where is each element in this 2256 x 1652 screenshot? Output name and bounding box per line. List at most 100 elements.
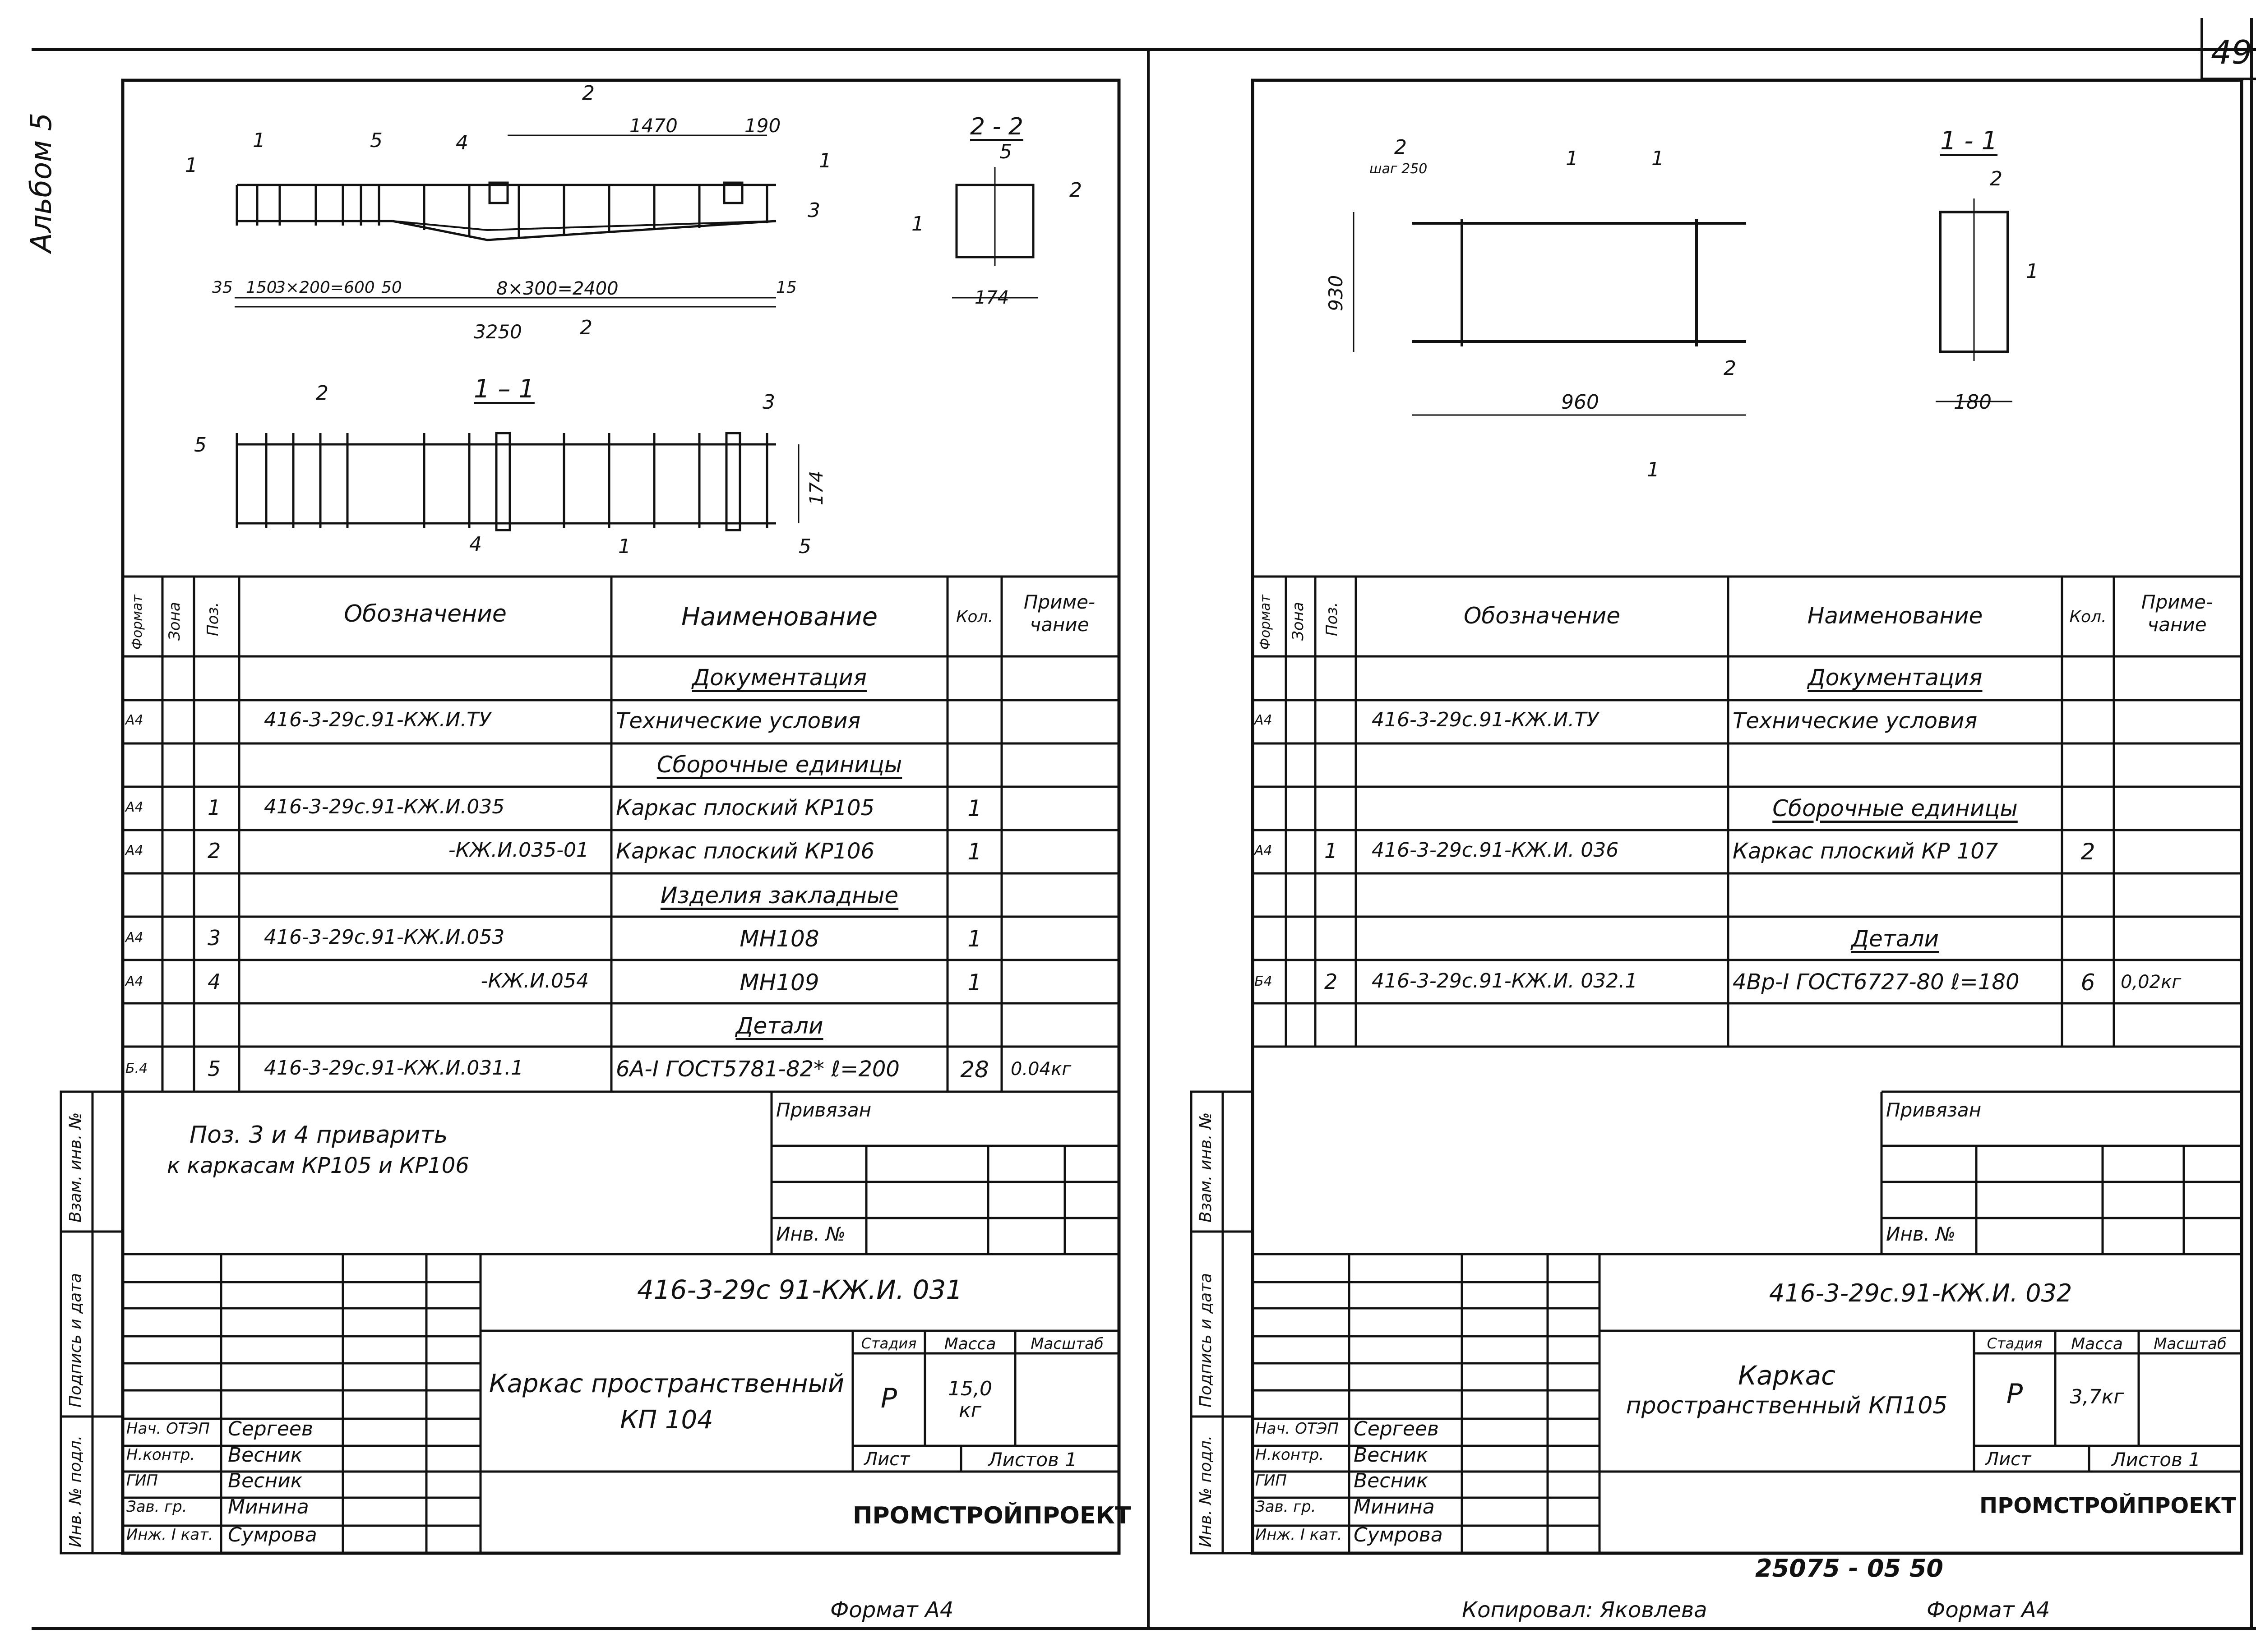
inv-no-label: Инв. № <box>776 1223 846 1245</box>
signer-role: Нач. ОТЭП <box>1255 1420 1339 1438</box>
step-250: шаг 250 <box>1369 161 1428 177</box>
spec-row-format: А4 <box>1254 712 1272 728</box>
spec-row-qty: 1 <box>967 839 982 865</box>
spec-row-name: МН109 <box>740 969 819 996</box>
tb-sheets: Листов 1 <box>988 1449 1077 1471</box>
left-section-2-2 <box>952 167 1038 299</box>
album-label: Альбом 5 <box>25 112 58 253</box>
spec-row-format: А4 <box>125 799 143 815</box>
callout-4-plan: 4 <box>469 533 482 556</box>
spec-row-format: А4 <box>125 973 143 989</box>
signer-name: Сергеев <box>228 1417 313 1440</box>
spec-row-name: Детали <box>1851 926 1939 952</box>
r-privyazan-label: Привязан <box>1886 1099 1982 1121</box>
r-spec-header-designation: Обозначение <box>1464 603 1620 629</box>
callout-5-section: 5 <box>999 140 1012 163</box>
spec-row-name: Сборочные единицы <box>656 752 902 778</box>
dim-50: 50 <box>381 278 402 297</box>
signer-role: Инж. I кат. <box>1255 1526 1342 1544</box>
note-line-2: к каркасам КР105 и КР106 <box>167 1153 469 1178</box>
r-tb-org: ПРОМСТРОЙПРОЕКТ <box>1979 1493 2236 1518</box>
r-side-vzam: Взам. инв. № <box>1197 1112 1215 1223</box>
section-mark-1-right: 1 <box>819 149 832 172</box>
note-line-1: Поз. 3 и 4 приварить <box>190 1121 448 1149</box>
spec-header-zone: Зона <box>166 602 184 641</box>
tb-sheet: Лист <box>864 1449 910 1470</box>
tb-scale-header: Масштаб <box>1031 1335 1104 1353</box>
dim-15: 15 <box>776 278 797 297</box>
spec-row-designation: -КЖ.И.035-01 <box>448 839 589 862</box>
r-spec-header-format: Формат <box>1257 595 1273 650</box>
tb-stage-header: Стадия <box>861 1335 917 1352</box>
spec-row-name: Каркас плоский КР105 <box>616 795 875 821</box>
callout-1-section: 1 <box>911 212 924 235</box>
spec-header-qty: Кол. <box>956 608 994 626</box>
dim-150: 150 <box>246 278 277 297</box>
spec-header-format: Формат <box>129 595 145 650</box>
spec-row-designation: 416-3-29с.91-КЖ.И. 032.1 <box>1372 969 1638 992</box>
r-callout-2-bottom: 2 <box>1724 357 1736 380</box>
spec-row-qty: 1 <box>967 926 982 952</box>
dim-35: 35 <box>212 278 233 297</box>
section-mark-1-left: 1 <box>185 154 198 177</box>
view-title-2-2: 2 - 2 <box>970 113 1023 140</box>
signer-role: Н.контр. <box>126 1446 195 1464</box>
spec-row-name: Технические условия <box>1733 708 1978 734</box>
r-spec-header-pos: Поз. <box>1323 602 1341 636</box>
signer-role: Зав. гр. <box>1255 1498 1316 1516</box>
spec-row-qty: 1 <box>967 969 982 996</box>
spec-row-name: Детали <box>735 1013 823 1039</box>
callout-1: 1 <box>253 129 265 152</box>
tb-code: 416-3-29с 91-КЖ.И. 031 <box>637 1274 963 1305</box>
tb-title-2: КП 104 <box>620 1405 713 1435</box>
r-section-mark-1-top: 1 <box>1651 147 1664 170</box>
r-callout-2-section: 2 <box>1990 167 2002 190</box>
side-inv-podl: Инв. № подл. <box>66 1435 85 1547</box>
spec-row-designation: 416-3-29с.91-КЖ.И.ТУ <box>264 708 491 731</box>
callout-5: 5 <box>370 129 383 152</box>
r-tb-code: 416-3-29с.91-КЖ.И. 032 <box>1769 1279 2072 1307</box>
signer-name: Сергеев <box>1354 1417 1439 1440</box>
spec-row-pos: 2 <box>208 839 221 863</box>
view-title-1-1: 1 – 1 <box>474 374 535 404</box>
tb-title-1: Каркас пространственный <box>489 1369 845 1398</box>
signer-role: Инж. I кат. <box>126 1526 213 1544</box>
r-view-title-1-1: 1 - 1 <box>1940 126 1998 156</box>
spec-header-designation: Обозначение <box>344 600 507 628</box>
spec-row-name: Документация <box>1808 664 1983 691</box>
copied-by: Копировал: Яковлева <box>1462 1597 1707 1623</box>
r-tb-sheet: Лист <box>1985 1449 2031 1470</box>
spec-row-name: МН108 <box>740 926 819 952</box>
spec-row-name: Документация <box>692 664 867 691</box>
callout-3: 3 <box>808 199 820 222</box>
format-label-left: Формат А4 <box>830 1597 954 1623</box>
r-callout-2-top: 2 <box>1394 136 1407 159</box>
callout-4: 4 <box>456 131 468 154</box>
signer-role: ГИП <box>126 1472 158 1490</box>
tb-stage: Р <box>880 1383 897 1414</box>
left-elevation <box>235 134 777 308</box>
spec-row-designation: 416-3-29с.91-КЖ.И.035 <box>264 795 505 818</box>
format-label-right: Формат А4 <box>1927 1597 2050 1623</box>
page-number: 49 <box>2211 33 2252 71</box>
spec-row-name: Изделия закладные <box>660 882 899 909</box>
spec-row-note: 0.04кг <box>1011 1058 1072 1080</box>
left-plan <box>236 432 800 531</box>
signer-role: Нач. ОТЭП <box>126 1420 210 1438</box>
signer-name: Весник <box>1354 1469 1428 1492</box>
r-tb-stage: Р <box>2006 1378 2023 1410</box>
spec-row-pos: 2 <box>1324 969 1338 994</box>
spec-header-note: Приме- чание <box>1023 591 1096 636</box>
r-spec-header-note: Приме- чание <box>2141 591 2213 636</box>
r-tb-mass-header: Масса <box>2071 1335 2123 1353</box>
r-tb-stage-header: Стадия <box>1987 1335 2043 1352</box>
dim-8x300: 8×300=2400 <box>496 278 619 299</box>
spec-row-qty: 1 <box>967 795 982 821</box>
r-callout-1-top: 1 <box>1566 147 1578 170</box>
callout-2-section: 2 <box>1069 179 1082 202</box>
r-side-inv-podl: Инв. № подл. <box>1197 1435 1215 1547</box>
side-podpis: Подпись и дата <box>66 1273 85 1407</box>
spec-row-name: Технические условия <box>616 708 861 734</box>
dim-960: 960 <box>1561 391 1599 414</box>
